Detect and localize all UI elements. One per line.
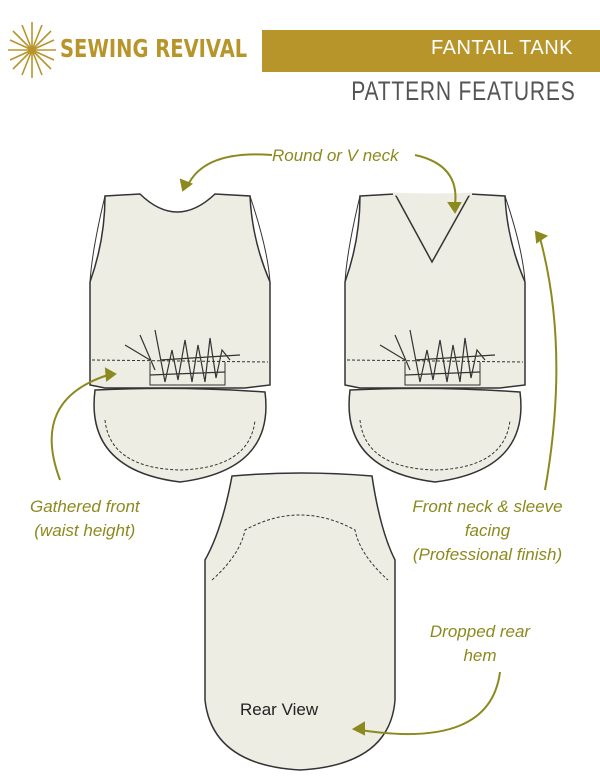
rear-garment <box>204 472 396 771</box>
label-facing-line1: Front neck & sleeve <box>412 497 563 516</box>
label-facing-line2: facing <box>464 521 511 540</box>
front-v-neck-garment <box>344 192 526 483</box>
label-gathered-line2: (waist height) <box>34 521 136 540</box>
label-hem-line2: hem <box>463 646 497 665</box>
front-round-neck-garment <box>89 193 271 483</box>
label-hem-line1: Dropped rear <box>429 622 531 641</box>
label-hem: Dropped rear hem <box>420 620 540 668</box>
label-rear-view: Rear View <box>240 700 319 719</box>
label-neck: Round or V neck <box>272 146 399 165</box>
title-banner: FANTAIL TANK <box>262 30 600 72</box>
pattern-title: FANTAIL TANK <box>431 37 573 59</box>
brand-logo: SEWING REVIVAL <box>60 34 248 63</box>
page-subtitle: PATTERN FEATURES <box>351 76 576 106</box>
label-gathered: Gathered front (waist height) <box>30 495 140 543</box>
arrows <box>50 153 558 736</box>
label-facing-line3: (Professional finish) <box>412 545 563 564</box>
label-gathered-line1: Gathered front <box>30 497 140 516</box>
sunburst-logo-icon <box>8 22 56 78</box>
label-facing: Front neck & sleeve facing (Professional… <box>405 495 570 567</box>
